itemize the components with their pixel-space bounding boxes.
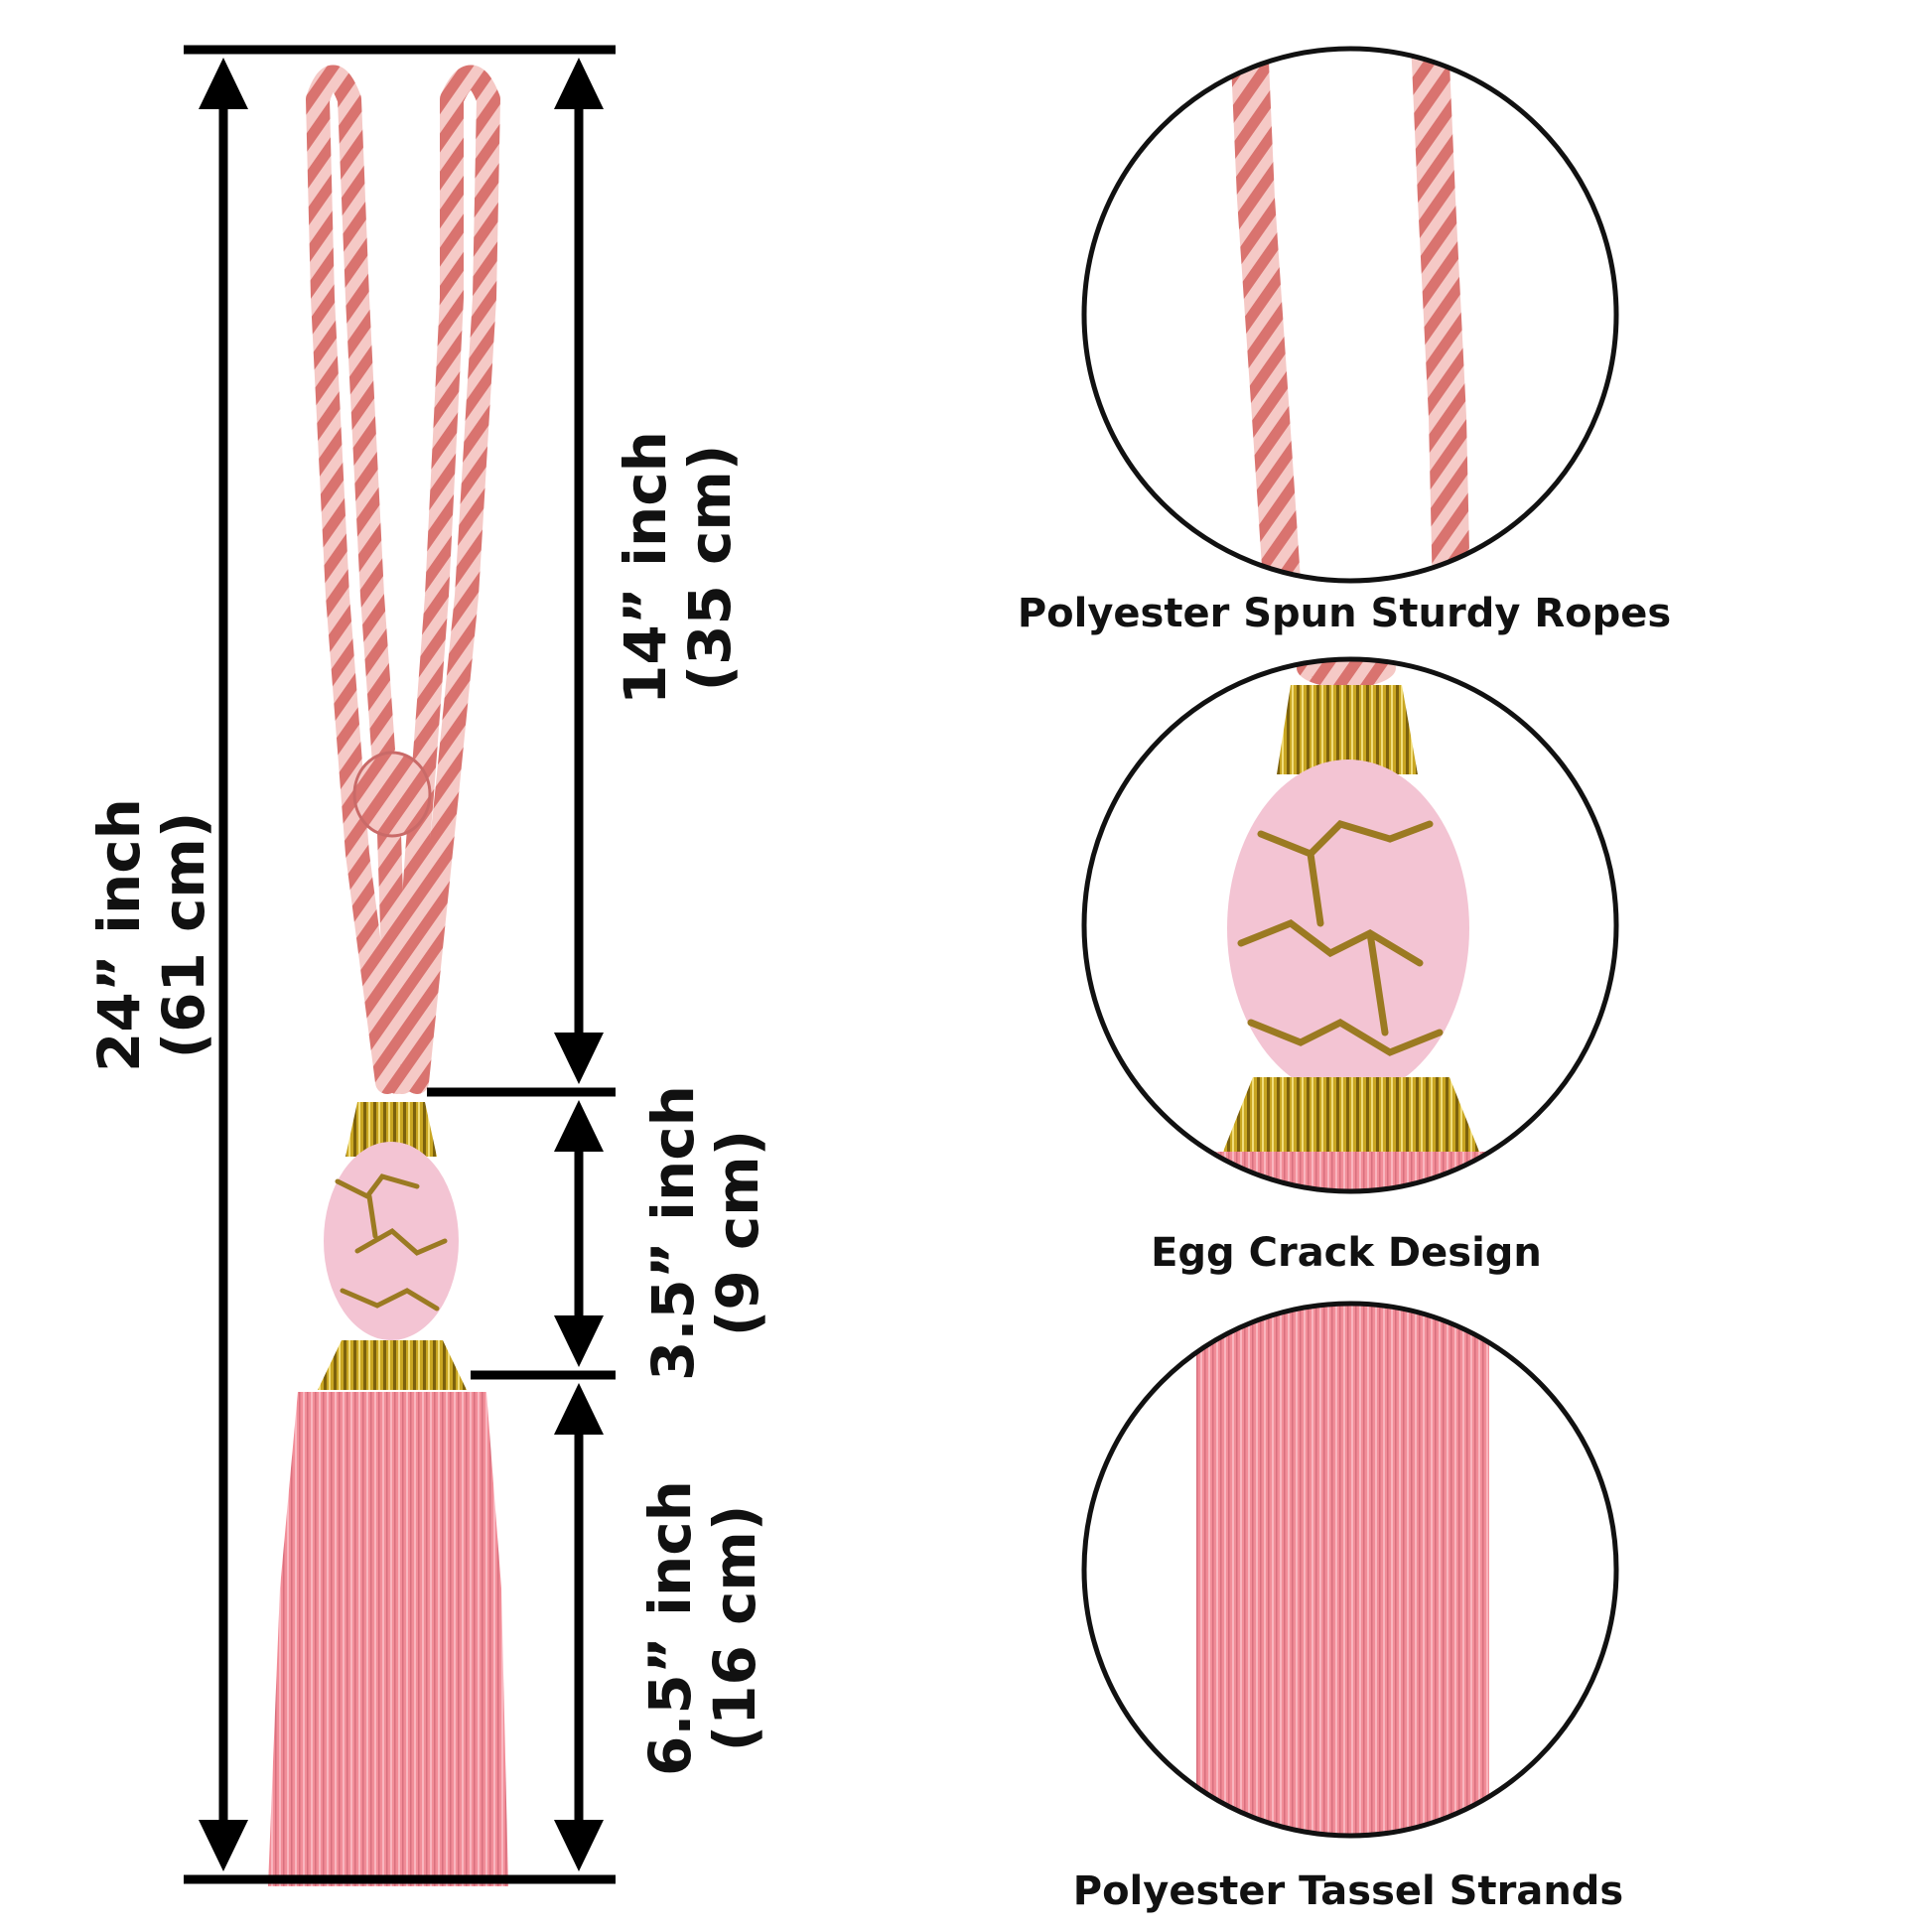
detail-circle-egg [1081,656,1619,1194]
head-cm-text: (9 cm) [704,1130,771,1336]
gold-cap-top [345,1102,437,1157]
caption-rope: Polyester Spun Sturdy Ropes [1018,591,1671,636]
head-inch-text: 3.5” inch [639,1085,707,1381]
tassel-inch-text: 6.5” inch [636,1480,704,1776]
rope-knot [352,751,432,838]
dimension-label-total: 24” inch (61 cm) [85,798,217,1072]
tieback-product-image [268,65,508,1886]
dimension-label-rope: 14” inch (35 cm) [612,431,744,705]
caption-egg: Egg Crack Design [1151,1230,1542,1276]
dimension-label-head: 3.5” inch (9 cm) [639,1085,771,1381]
dimension-label-tassel: 6.5” inch (16 cm) [636,1480,768,1776]
dimension-lines [184,45,616,1884]
gold-cap-bottom [318,1340,467,1390]
total-inch-text: 24” inch [85,798,153,1072]
detail-circle-tassel [1081,1301,1619,1839]
rope-inch-text: 14” inch [612,431,679,705]
rope-loop-right [390,65,500,1094]
detail-circle-rope [1081,46,1619,584]
tassel-strands [268,1392,508,1886]
rope-cm-text: (35 cm) [676,445,744,692]
tassel-cm-text: (16 cm) [701,1505,768,1752]
caption-tassel: Polyester Tassel Strands [1073,1868,1624,1914]
egg-ornament [324,1142,459,1340]
rope-loop-left [306,65,409,1094]
total-cm-text: (61 cm) [150,812,217,1059]
egg-crack-lines [335,1173,448,1311]
